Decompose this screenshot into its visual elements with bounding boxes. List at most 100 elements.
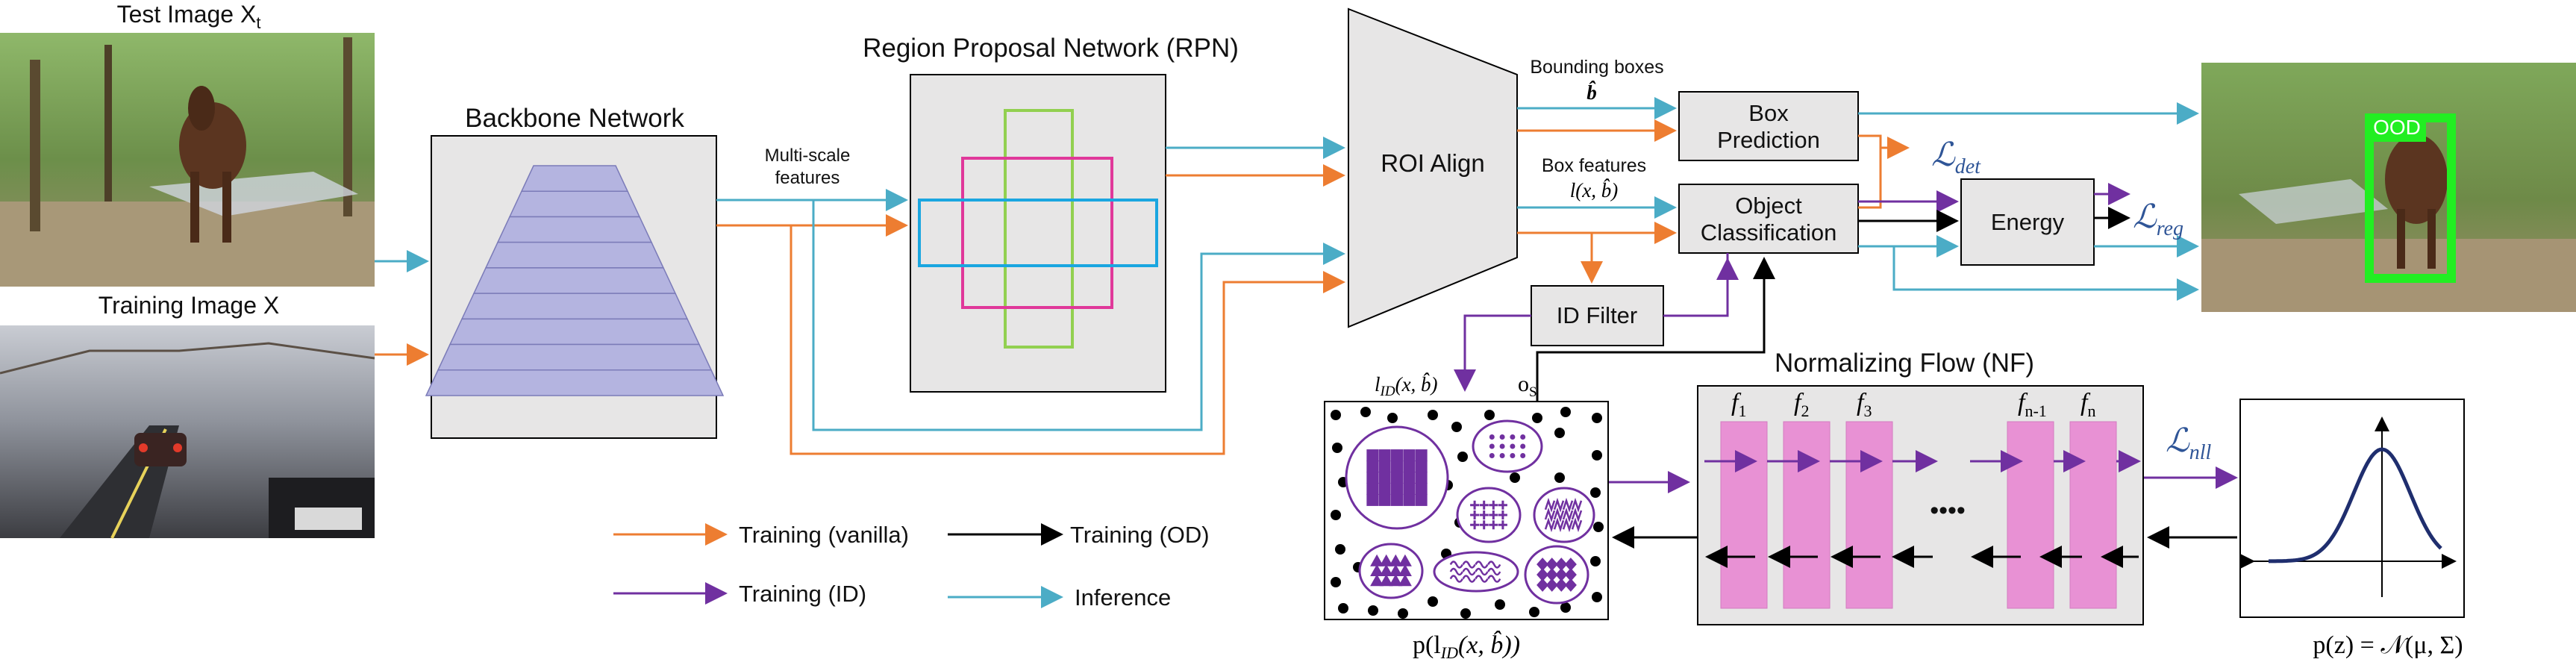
latent-dot [1592, 413, 1602, 423]
latent-dot [1368, 605, 1378, 616]
training-image [0, 325, 375, 539]
cluster-square [1391, 460, 1403, 473]
cluster-square [1391, 482, 1403, 495]
latent-dot [1590, 556, 1601, 566]
cluster-square [1391, 449, 1403, 462]
gaussian-curve [2269, 447, 2442, 563]
latent-dot [1484, 410, 1495, 420]
cluster-square [1366, 482, 1379, 495]
roi-align-label: ROI Align [1381, 149, 1484, 177]
flow-layer-index: n-1 [2025, 402, 2046, 420]
pyramid-level [508, 190, 641, 218]
id-cluster-ellipse [1472, 419, 1543, 473]
id-cluster-ellipse [1358, 543, 1424, 599]
latent-dot [1495, 599, 1505, 610]
cluster-square [1391, 472, 1403, 484]
cluster-diamond [1564, 558, 1577, 572]
latent-dot [1592, 592, 1602, 602]
legend: Training (vanilla) Training (OD) Trainin… [613, 522, 1210, 611]
object-classification-label-2: Classification [1701, 219, 1837, 246]
cluster-triangle [1389, 554, 1403, 566]
latent-dot [1331, 577, 1341, 587]
pyramid-level [437, 343, 713, 371]
legend-training-vanilla: Training (vanilla) [739, 522, 909, 548]
cluster-wave [1553, 517, 1565, 533]
id-filter-block [1531, 285, 1664, 346]
density-caption: p(lID(x, b̂)) [1413, 630, 1520, 662]
id-filter-label: ID Filter [1557, 302, 1638, 328]
cluster-squiggle [1475, 567, 1489, 576]
multiscale-label-2: features [775, 168, 840, 188]
cluster-diamond [1545, 558, 1558, 572]
flow-layer [2007, 421, 2054, 609]
cluster-triangle [1389, 574, 1403, 587]
cluster-triangle [1398, 564, 1412, 576]
cluster-square [1403, 460, 1416, 473]
id-cluster-ellipse [1456, 487, 1522, 543]
box-prediction-label-2: Prediction [1717, 127, 1820, 153]
latent-dot [1360, 407, 1371, 417]
latent-dot [1331, 410, 1341, 420]
cluster-dot [1489, 452, 1495, 458]
cluster-wave [1571, 508, 1583, 522]
cluster-plus [1489, 520, 1498, 530]
cluster-square [1415, 449, 1428, 462]
cluster-wave [1562, 497, 1574, 513]
box-prediction-block [1678, 91, 1859, 161]
cluster-square [1366, 472, 1379, 484]
cluster-squiggle [1462, 561, 1476, 569]
cluster-wave [1544, 497, 1556, 513]
cluster-plus [1479, 500, 1489, 510]
cluster-wave [1571, 497, 1583, 513]
flow-ellipsis: •••• [1930, 496, 1966, 525]
box-features-label: Box features [1542, 155, 1646, 176]
nf-title: Normalizing Flow (NF) [1775, 349, 2034, 378]
multiscale-label-1: Multi-scale [765, 146, 851, 166]
cluster-diamond [1545, 568, 1558, 581]
cluster-square [1378, 460, 1391, 473]
nf-box [1697, 385, 2144, 625]
pyramid-level [484, 241, 665, 269]
cluster-squiggle [1487, 575, 1501, 583]
pyramid-level [496, 216, 653, 243]
latent-dot [1460, 608, 1471, 619]
line-boxpred-loss [1858, 134, 1882, 179]
cluster-wave [1562, 508, 1574, 522]
legend-inference: Inference [1075, 584, 1171, 611]
latent-dot [1457, 452, 1468, 462]
cluster-squiggle [1462, 567, 1476, 576]
cluster-squiggle [1462, 575, 1476, 583]
id-clusters [1345, 419, 1595, 605]
cluster-triangle [1398, 574, 1412, 587]
cluster-squiggle [1449, 575, 1463, 583]
cluster-dot [1499, 434, 1505, 440]
roi-align-block [1348, 7, 1518, 328]
cluster-square [1366, 493, 1379, 506]
cluster-dot [1489, 434, 1495, 440]
latent-dot [1554, 472, 1565, 483]
ood-tag: OOD [2373, 116, 2421, 139]
cluster-plus [1470, 500, 1480, 510]
cluster-triangle [1370, 554, 1384, 566]
cluster-plus [1479, 520, 1489, 530]
arrow-features-to-roi-inference [812, 200, 1345, 431]
cluster-square [1378, 493, 1391, 506]
bounding-boxes-label: Bounding boxes [1530, 57, 1663, 78]
cluster-diamond [1555, 568, 1568, 581]
cluster-triangle [1379, 574, 1393, 587]
box-features-expr: l(x, b̂) [1570, 179, 1618, 202]
latent-dot [1510, 472, 1520, 483]
latent-dot [1590, 487, 1601, 498]
cluster-triangle [1379, 554, 1393, 566]
cluster-triangle [1370, 574, 1384, 587]
latent-dot [1398, 608, 1408, 619]
rpn-anchor-tall [1004, 109, 1074, 349]
gaussian-plot [2240, 416, 2457, 597]
cluster-diamond [1555, 578, 1568, 592]
backbone-title: Backbone Network [465, 104, 684, 133]
arrow-features-to-roi-train [790, 225, 1345, 455]
cluster-square [1403, 493, 1416, 506]
arrow-cls-to-output [1892, 246, 2199, 301]
